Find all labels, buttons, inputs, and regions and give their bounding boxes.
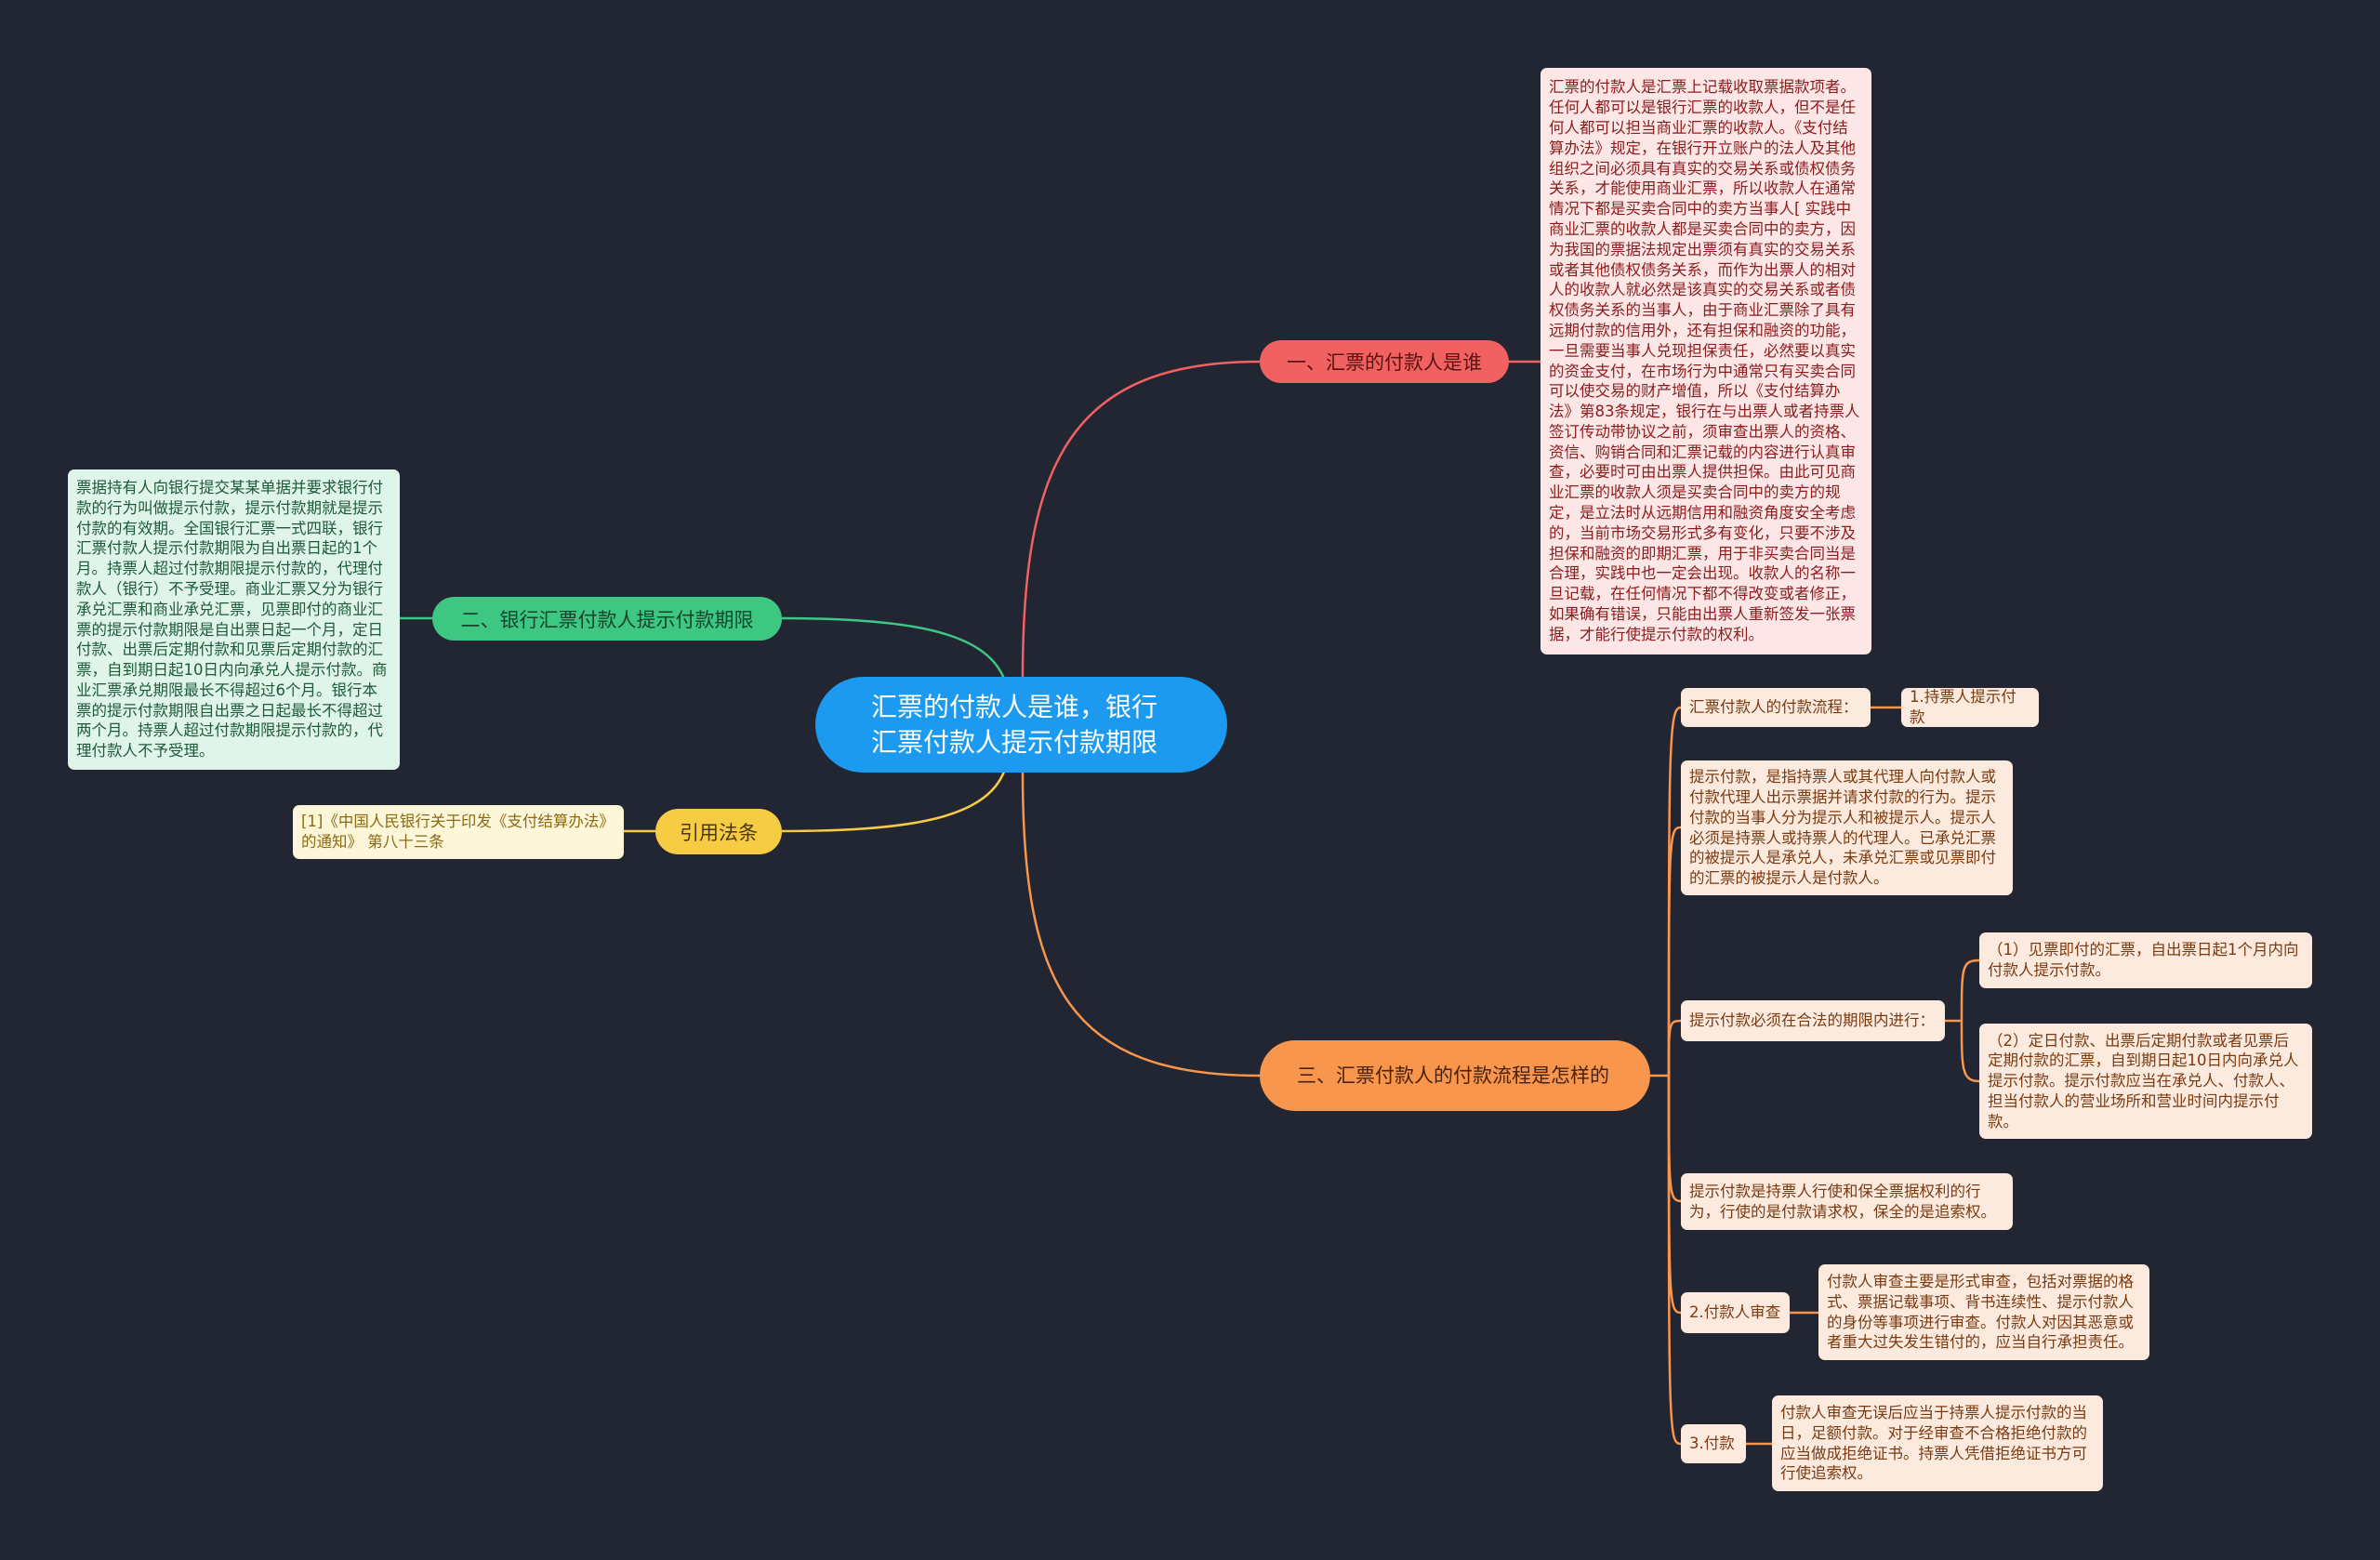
branch-two[interactable]: 二、银行汇票付款人提示付款期限	[432, 597, 782, 641]
node-text: 1.持票人提示付款	[1910, 688, 2016, 726]
branch-one-label: 一、汇票的付款人是谁	[1287, 351, 1482, 374]
rights[interactable]: 提示付款是持票人行使和保全票据权利的行为，行使的是付款请求权，保全的是追索权。	[1681, 1173, 2013, 1230]
node-text: （2）定日付款、出票后定期付款或者见票后定期付款的汇票，自到期日起10日内向承兑…	[1988, 1031, 2299, 1130]
branch-three[interactable]: 三、汇票付款人的付款流程是怎样的	[1260, 1040, 1650, 1111]
period-1[interactable]: （1）见票即付的汇票，自出票日起1个月内向付款人提示付款。	[1979, 932, 2312, 988]
citation-detail[interactable]: [1]《中国人民银行关于印发《支付结算办法》的通知》 第八十三条	[293, 805, 624, 859]
step-1[interactable]: 1.持票人提示付款	[1901, 688, 2039, 727]
detail-text: 汇票的付款人是汇票上记载收取票据款项者。任何人都可以是银行汇票的收款人，但不是任…	[1549, 78, 1860, 643]
root-topic[interactable]: 汇票的付款人是谁，银行汇票付款人提示付款期限	[815, 677, 1227, 773]
detail-text: 票据持有人向银行提交某某单据并要求银行付款的行为叫做提示付款，提示付款期就是提示…	[76, 478, 388, 760]
node-text: 汇票付款人的付款流程：	[1689, 698, 1858, 717]
branch-citation[interactable]: 引用法条	[655, 809, 782, 854]
period-label[interactable]: 提示付款必须在合法的期限内进行：	[1681, 1000, 1945, 1041]
link-root-two	[781, 616, 1006, 680]
node-text: 付款人审查无误后应当于持票人提示付款的当日，足额付款。对于经审查不合格拒绝付款的…	[1780, 1403, 2087, 1483]
branch-three-label: 三、汇票付款人的付款流程是怎样的	[1297, 1064, 1609, 1087]
branch-two-detail[interactable]: 票据持有人向银行提交某某单据并要求银行付款的行为叫做提示付款，提示付款期就是提示…	[68, 469, 400, 770]
node-text: 提示付款，是指持票人或其代理人向付款人或付款代理人出示票据并请求付款的行为。提示…	[1689, 768, 1996, 888]
node-text: 付款人审查主要是形式审查，包括对票据的格式、票据记载事项、背书连续性、提示付款人…	[1827, 1272, 2134, 1352]
step-3-detail[interactable]: 付款人审查无误后应当于持票人提示付款的当日，足额付款。对于经审查不合格拒绝付款的…	[1772, 1395, 2103, 1491]
branch-one-detail[interactable]: 汇票的付款人是汇票上记载收取票据款项者。任何人都可以是银行汇票的收款人，但不是任…	[1540, 68, 1871, 654]
node-text: 提示付款是持票人行使和保全票据权利的行为，行使的是付款请求权，保全的是追索权。	[1689, 1182, 1996, 1221]
link-root-one	[1021, 360, 1261, 680]
step-3[interactable]: 3.付款	[1681, 1424, 1746, 1463]
node-text: 2.付款人审查	[1689, 1303, 1781, 1322]
link-root-citation	[781, 771, 1006, 833]
branch-two-label: 二、银行汇票付款人提示付款期限	[460, 608, 754, 631]
node-text: 提示付款必须在合法的期限内进行：	[1689, 1011, 1935, 1030]
branch-one[interactable]: 一、汇票的付款人是谁	[1260, 340, 1509, 383]
detail-text: [1]《中国人民银行关于印发《支付结算办法》的通知》 第八十三条	[301, 813, 615, 851]
root-topic-label: 汇票的付款人是谁，银行汇票付款人提示付款期限	[871, 691, 1158, 758]
branch-citation-label: 引用法条	[680, 821, 758, 844]
step-2-detail[interactable]: 付款人审查主要是形式审查，包括对票据的格式、票据记载事项、背书连续性、提示付款人…	[1818, 1264, 2149, 1360]
definition[interactable]: 提示付款，是指持票人或其代理人向付款人或付款代理人出示票据并请求付款的行为。提示…	[1681, 760, 2013, 895]
node-text: （1）见票即付的汇票，自出票日起1个月内向付款人提示付款。	[1988, 941, 2299, 979]
link-root-three	[1021, 771, 1261, 1077]
period-2[interactable]: （2）定日付款、出票后定期付款或者见票后定期付款的汇票，自到期日起10日内向承兑…	[1979, 1024, 2312, 1139]
step-2[interactable]: 2.付款人审查	[1681, 1292, 1790, 1333]
flow-label[interactable]: 汇票付款人的付款流程：	[1681, 688, 1871, 727]
node-text: 3.付款	[1689, 1434, 1735, 1453]
